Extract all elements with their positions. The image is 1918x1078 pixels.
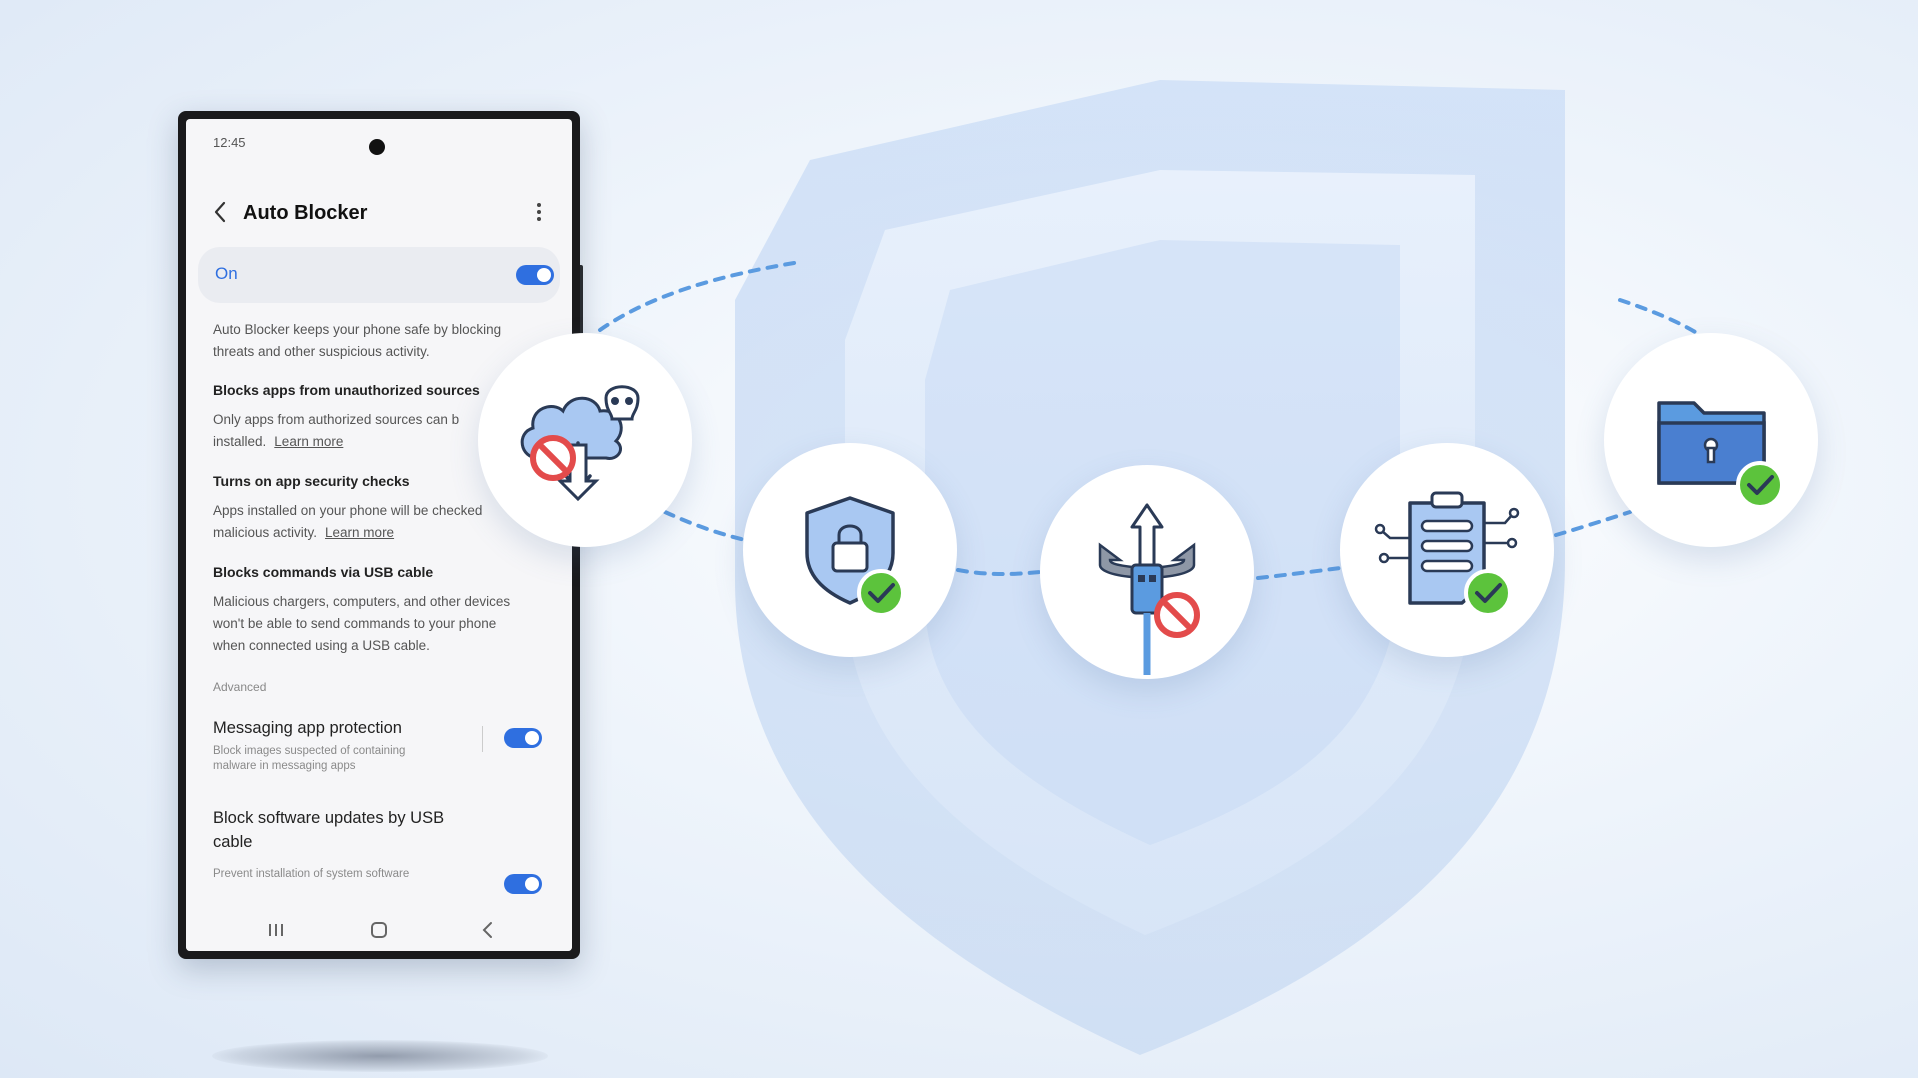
section-title-usb-commands: Blocks commands via USB cable bbox=[213, 564, 434, 580]
phone-side-button bbox=[578, 265, 583, 335]
front-camera bbox=[369, 139, 385, 155]
system-nav-bar bbox=[186, 909, 572, 951]
shield-lock-icon bbox=[805, 496, 905, 617]
page-title: Auto Blocker bbox=[243, 202, 368, 224]
section-text-with-link: malicious activity. Learn more bbox=[213, 522, 543, 544]
section-text: Only apps from authorized sources can b bbox=[213, 412, 460, 427]
section-text: installed. bbox=[213, 434, 267, 449]
phone-device: 12:45 Auto Blocker On Auto Blocker keeps… bbox=[178, 111, 580, 959]
section-text: won't be able to send commands to your p… bbox=[213, 616, 497, 631]
app-bar: Auto Blocker bbox=[186, 189, 572, 239]
section-title-security-checks: Turns on app security checks bbox=[213, 473, 410, 489]
section-title-unauthorized-sources: Blocks apps from unauthorized sources bbox=[213, 382, 480, 398]
description-line-1: Auto Blocker keeps your phone safe by bl… bbox=[213, 322, 502, 337]
section-text: malicious activity. bbox=[213, 525, 318, 540]
feature-block-usb-updates bbox=[1604, 333, 1818, 547]
status-time: 12:45 bbox=[213, 135, 246, 150]
section-text: when connected using a USB cable. bbox=[213, 638, 430, 653]
row-title: Messaging app protection bbox=[213, 719, 402, 737]
clipboard-settings-icon bbox=[1374, 491, 1520, 617]
chevron-left-icon[interactable] bbox=[208, 199, 234, 225]
back-icon[interactable] bbox=[480, 921, 494, 939]
main-toggle-card[interactable]: On bbox=[198, 247, 560, 303]
row-title: cable bbox=[213, 833, 253, 851]
feature-block-usb-commands bbox=[1040, 465, 1254, 679]
messaging-protection-toggle[interactable] bbox=[504, 728, 542, 748]
cloud-skull-download-blocked-icon bbox=[520, 385, 640, 502]
feature-messaging-protection bbox=[1340, 443, 1554, 657]
home-icon[interactable] bbox=[370, 921, 388, 939]
feature-app-security-checks bbox=[743, 443, 957, 657]
more-vertical-icon[interactable] bbox=[530, 199, 548, 225]
row-subtitle: malware in messaging apps bbox=[213, 760, 356, 772]
phone-shadow bbox=[212, 1040, 548, 1072]
usb-arrows-blocked-icon bbox=[1098, 503, 1200, 675]
auto-blocker-toggle[interactable] bbox=[516, 265, 554, 285]
description-line-2: threats and other suspicious activity. bbox=[213, 344, 430, 359]
section-text-with-link: installed. Learn more bbox=[213, 431, 543, 453]
row-subtitle: Prevent installation of system software bbox=[213, 868, 410, 880]
learn-more-link[interactable]: Learn more bbox=[274, 434, 344, 449]
learn-more-link[interactable]: Learn more bbox=[325, 525, 395, 540]
locked-folder-icon bbox=[1657, 401, 1784, 509]
section-text: Apps installed on your phone will be che… bbox=[213, 503, 483, 518]
advanced-header: Advanced bbox=[213, 680, 267, 694]
row-title: Block software updates by USB bbox=[213, 809, 445, 827]
main-toggle-label: On bbox=[215, 264, 238, 283]
section-text: Malicious chargers, computers, and other… bbox=[213, 594, 511, 609]
row-divider bbox=[482, 726, 483, 752]
feature-block-unauthorized-apps bbox=[478, 333, 692, 547]
recents-icon[interactable] bbox=[266, 923, 286, 937]
row-subtitle: Block images suspected of containing bbox=[213, 745, 406, 757]
block-usb-updates-toggle[interactable] bbox=[504, 874, 542, 894]
phone-screen: 12:45 Auto Blocker On Auto Blocker keeps… bbox=[186, 119, 572, 951]
